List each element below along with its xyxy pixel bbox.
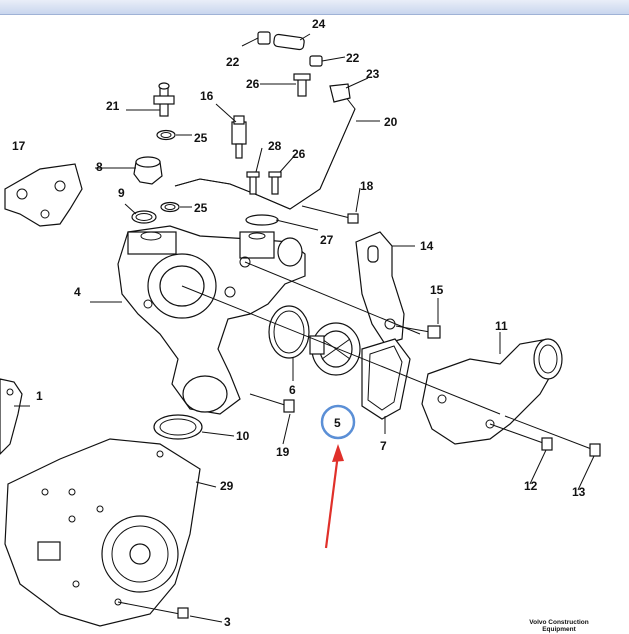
callout-7: 7: [380, 439, 387, 453]
callout-1: 1: [36, 389, 43, 403]
part-7-gasket: [361, 338, 411, 420]
part-6-seal-ring: [268, 305, 310, 359]
footer-line-1: Volvo Construction: [529, 619, 589, 626]
callout-19: 19: [276, 445, 290, 459]
part-25-o-ring-upper: [156, 129, 176, 141]
part-4-thermostat-housing: [117, 225, 306, 415]
callout-28: 28: [268, 139, 282, 153]
callout-10: 10: [236, 429, 250, 443]
callout-11: 11: [495, 319, 508, 333]
part-5-thermostat: [309, 322, 361, 376]
callout-13: 13: [572, 485, 586, 499]
part-3-bolt: [117, 601, 189, 619]
footer-line-2: Equipment: [542, 626, 576, 633]
part-22-clamp-left: [257, 31, 271, 45]
callout-26-upper: 26: [246, 77, 260, 91]
part-24-hose: [273, 33, 305, 51]
callout-labels: 1 3 4 6 7 8 9 10 11 12 13 14 15 16 17 18…: [12, 17, 586, 629]
part-13-bolt: [504, 415, 601, 457]
part-14-lifting-bracket: [355, 231, 405, 345]
part-20-coolant-pipe: [174, 91, 356, 210]
callout-26-lower: 26: [292, 147, 306, 161]
part-27-gasket: [245, 214, 279, 226]
callout-20: 20: [384, 115, 398, 129]
part-17-bracket: [4, 163, 83, 227]
callout-9: 9: [118, 186, 125, 200]
callout-22-right: 22: [346, 51, 360, 65]
callout-24: 24: [312, 17, 326, 31]
callout-6: 6: [289, 383, 296, 397]
part-11-outlet-housing: [421, 338, 563, 445]
callout-21: 21: [106, 99, 120, 113]
red-arrow: [324, 444, 344, 549]
exploded-parts-diagram: 1 3 4 6 7 8 9 10 11 12 13 14 15 16 17 18…: [0, 17, 601, 629]
part-1-gasket: [0, 378, 23, 455]
part-26-screw-lower: [268, 171, 282, 195]
callout-27: 27: [320, 233, 334, 247]
part-28-screw: [246, 171, 260, 195]
part-8-plug: [133, 156, 163, 185]
highlight-circle: [320, 404, 356, 440]
window-top-bar: [0, 0, 629, 15]
callout-17: 17: [12, 139, 26, 153]
callout-15: 15: [430, 283, 444, 297]
part-9-o-ring: [131, 210, 157, 224]
part-10-seal: [153, 414, 203, 440]
callout-8: 8: [96, 160, 103, 174]
part-25-o-ring-lower: [160, 201, 180, 213]
part-22-clamp-right: [309, 55, 323, 67]
part-29-water-pump: [4, 438, 201, 627]
callout-29: 29: [220, 479, 234, 493]
callout-25-lower: 25: [194, 201, 208, 215]
part-23-fitting: [329, 83, 351, 103]
part-21-bleed-valve: [153, 82, 175, 117]
callout-22-left: 22: [226, 55, 240, 69]
callout-3: 3: [224, 615, 231, 629]
callout-25-upper: 25: [194, 131, 208, 145]
callout-4: 4: [74, 285, 81, 299]
part-15-bolt: [395, 325, 441, 339]
brand-footer: Volvo Construction Equipment: [514, 619, 604, 633]
callout-23: 23: [366, 67, 380, 81]
part-16-temperature-sensor: [231, 115, 247, 159]
part-26-screw-upper: [293, 73, 311, 97]
callout-12: 12: [524, 479, 538, 493]
callout-18: 18: [360, 179, 374, 193]
callout-14: 14: [420, 239, 434, 253]
leader-lines: [14, 33, 595, 623]
part-18-bolt: [301, 205, 359, 224]
highlight-callout-5: 5: [320, 404, 356, 440]
part-19-bolt: [249, 393, 295, 413]
callout-5: 5: [334, 416, 341, 430]
part-12-bolt: [489, 423, 553, 451]
callout-16: 16: [200, 89, 214, 103]
